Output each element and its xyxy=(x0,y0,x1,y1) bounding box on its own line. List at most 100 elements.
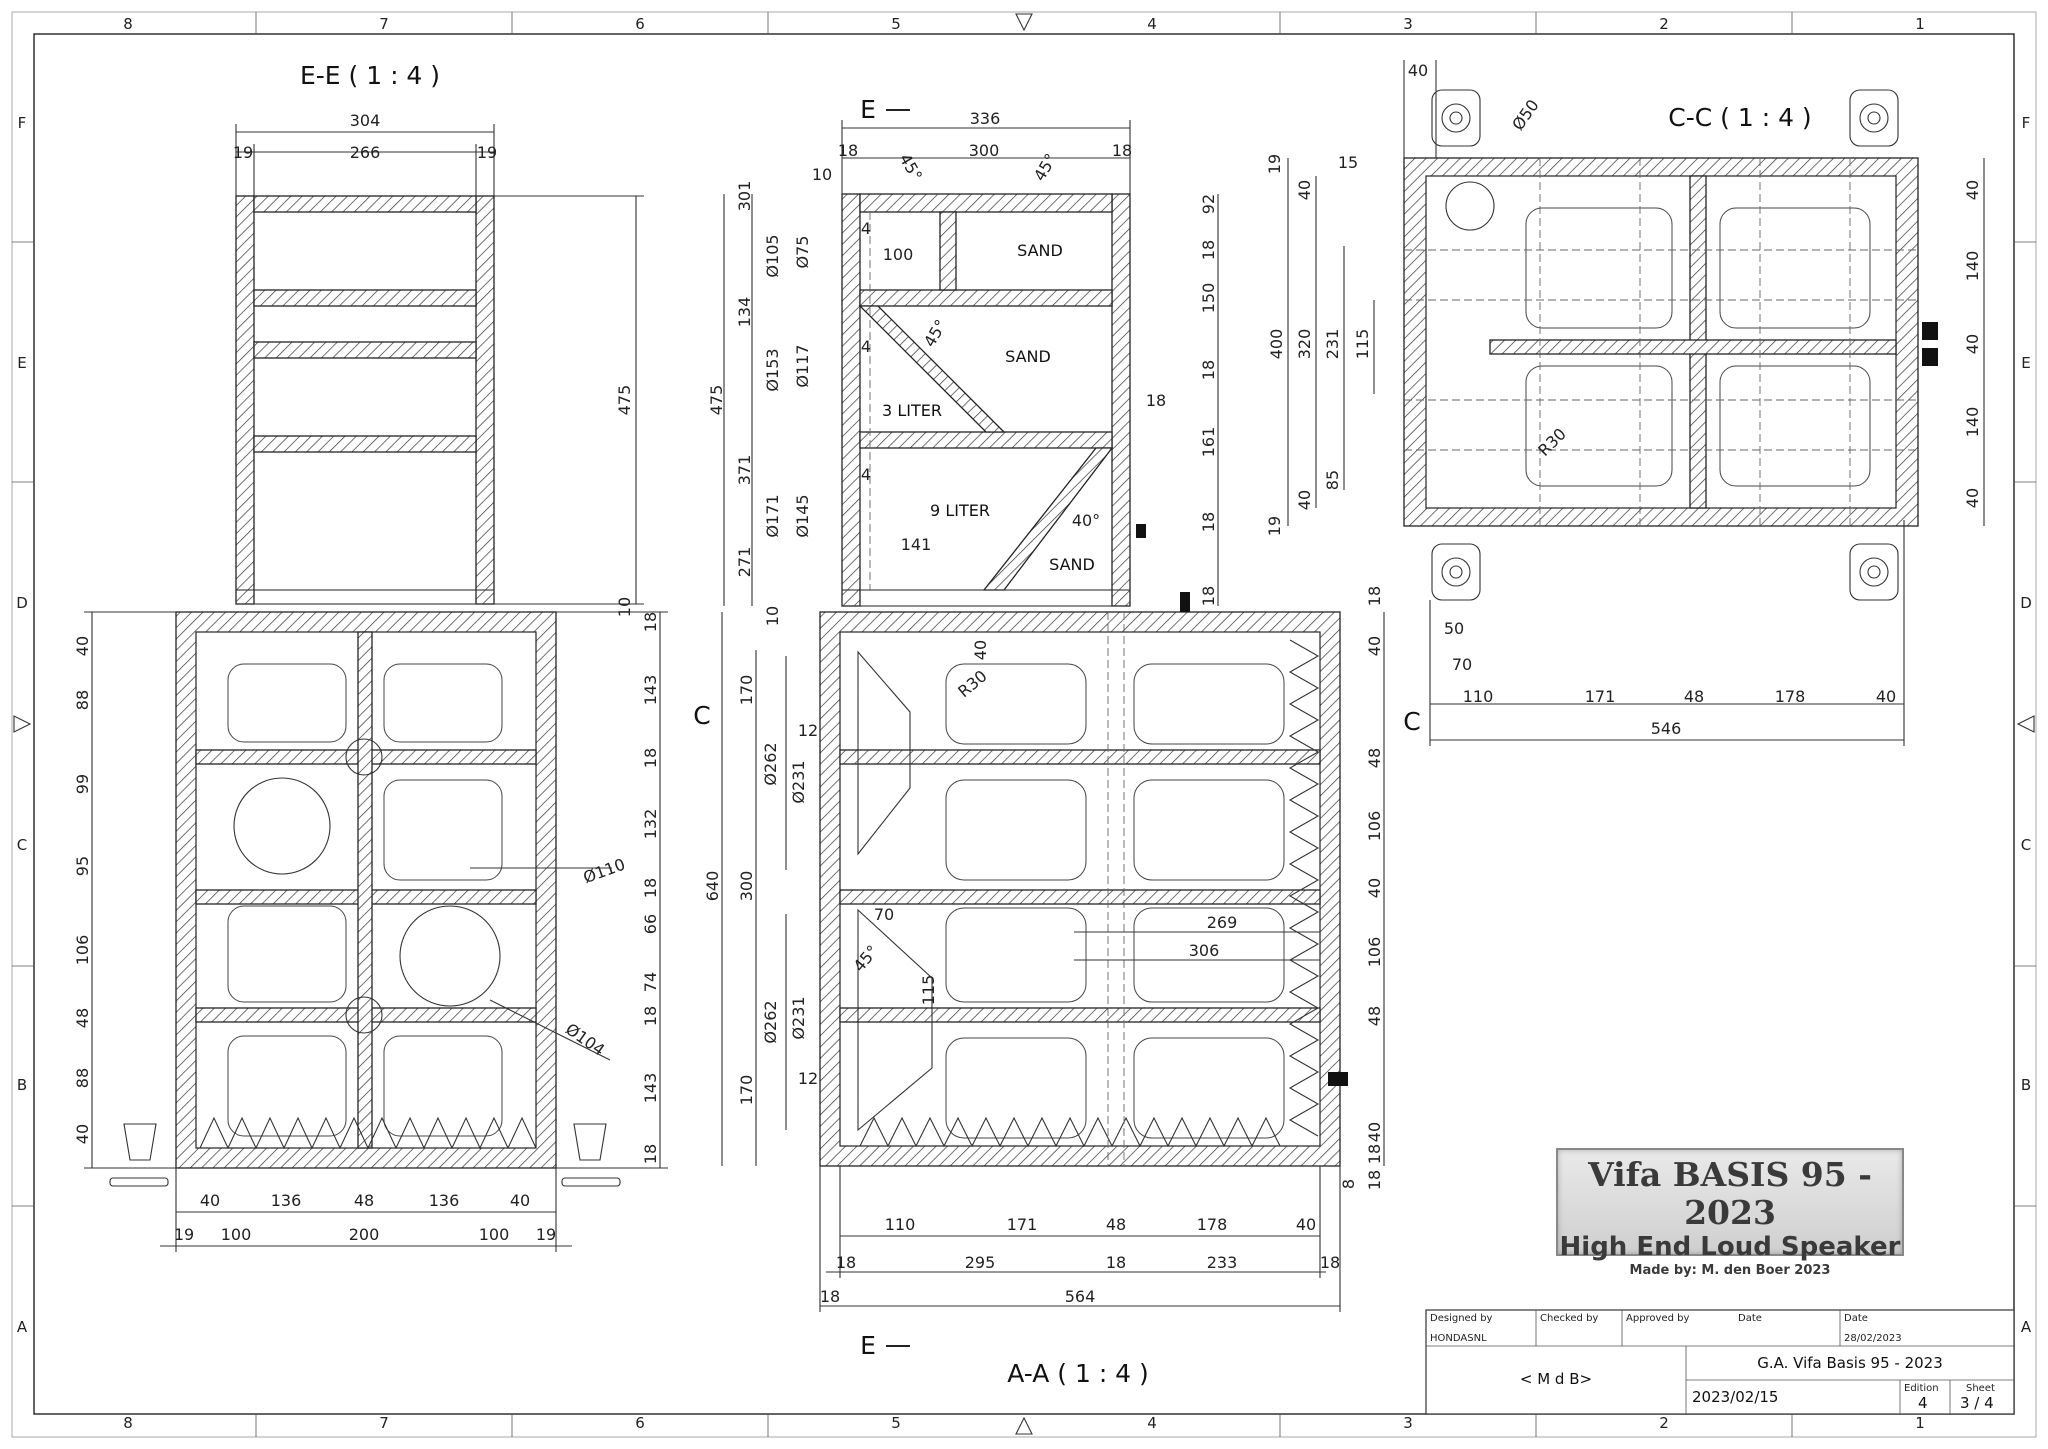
cc-dim-r140-1: 140 xyxy=(1963,251,1982,282)
aa-driver-2 xyxy=(857,908,933,1132)
side-dim-271: 271 xyxy=(735,547,754,578)
front-damping-foam xyxy=(199,1116,537,1150)
ee-dim-266: 266 xyxy=(350,143,381,162)
tb-date-value: 28/02/2023 xyxy=(1844,1333,1902,1344)
side-dim-d153: Ø153 xyxy=(763,348,782,391)
ee-dim-475: 475 xyxy=(615,385,634,416)
cc-foot-br xyxy=(1849,543,1899,601)
zone-row-A: A xyxy=(17,1318,28,1336)
section-mark-e-top: E xyxy=(860,95,876,124)
aa-dim-d231-a: Ø231 xyxy=(789,760,808,803)
front-dim-136-b: 136 xyxy=(429,1191,460,1210)
front-dim-40-d: 40 xyxy=(510,1191,530,1210)
aa-dim-170-a: 170 xyxy=(737,675,756,706)
cc-grid-lines xyxy=(1404,158,1918,526)
aa-dim-170-b: 170 xyxy=(737,1075,756,1106)
tb-date-label-2: Date xyxy=(1844,1313,1868,1324)
aa-dim-r18-a: 18 xyxy=(1365,586,1384,606)
aa-window-7 xyxy=(945,1037,1087,1139)
side-terminal xyxy=(1136,524,1146,538)
zone-col-1-bottom: 1 xyxy=(1915,1414,1925,1432)
zone-col-1: 1 xyxy=(1915,15,1925,33)
front-dim-136-a: 136 xyxy=(271,1191,302,1210)
zone-row-D-right: D xyxy=(2020,594,2032,612)
cc-terminal-1 xyxy=(1922,322,1938,340)
cc-dim-320: 320 xyxy=(1295,329,1314,360)
centering-marks xyxy=(13,13,2035,1435)
cc-dim-231: 231 xyxy=(1323,329,1342,360)
front-dim-99: 99 xyxy=(73,774,92,794)
cc-dim-d50: Ø50 xyxy=(1508,96,1542,134)
side-dims xyxy=(723,120,1219,606)
side-dim-45b: 45° xyxy=(1030,150,1061,184)
side-dim-d171: Ø171 xyxy=(763,494,782,537)
cc-feet xyxy=(1431,89,1899,601)
ee-right-wall xyxy=(475,195,495,605)
tb-designer: HONDASNL xyxy=(1430,1333,1487,1344)
aa-dim-12-b: 12 xyxy=(798,1069,818,1088)
aa-dim-r106-a: 106 xyxy=(1365,811,1384,842)
view-ee-title: E-E ( 1 : 4 ) xyxy=(300,61,440,90)
ee-left-wall xyxy=(235,195,255,605)
front-dim-100-b: 100 xyxy=(479,1225,510,1244)
aa-dim-r40-c: 40 xyxy=(1365,1122,1384,1142)
tb-drawing-date: 2023/02/15 xyxy=(1692,1388,1778,1406)
tb-sheet: 3 / 4 xyxy=(1960,1394,1994,1412)
zone-row-D: D xyxy=(16,594,28,612)
side-dim-301: 301 xyxy=(735,181,754,212)
front-port-2 xyxy=(399,905,501,1007)
side-dim-d75: Ø75 xyxy=(793,236,812,269)
side-dim-18-r4: 18 xyxy=(1199,586,1218,606)
aa-dim-r48-a: 48 xyxy=(1365,748,1384,768)
side-dim-45a: 45° xyxy=(895,150,926,184)
aa-dim-r18-c: 18 xyxy=(1365,1170,1384,1190)
front-dim-19-a: 19 xyxy=(174,1225,194,1244)
front-window-2 xyxy=(383,663,503,743)
front-dim-88-a: 88 xyxy=(73,690,92,710)
aa-dims xyxy=(721,612,1385,1312)
aa-dim-d231-b: Ø231 xyxy=(789,996,808,1039)
side-left-wall xyxy=(841,193,861,607)
view-aa: A-A ( 1 : 4 ) 10 640 xyxy=(703,586,1385,1388)
aa-shelf-2 xyxy=(839,889,1321,905)
aa-bottom-foam xyxy=(859,1116,1281,1148)
aa-side-foam xyxy=(1288,639,1320,1137)
plaque-line-3: Made by: M. den Boer 2023 xyxy=(1629,1263,1831,1278)
side-dim-d117: Ø117 xyxy=(793,344,812,387)
zone-col-4-bottom: 4 xyxy=(1147,1414,1157,1432)
front-dim-95: 95 xyxy=(73,856,92,876)
zone-row-B-right: B xyxy=(2021,1076,2031,1094)
aa-dim-48: 48 xyxy=(1106,1215,1126,1234)
side-top xyxy=(859,193,1113,213)
aa-dim-300: 300 xyxy=(737,871,756,902)
front-brace-2 xyxy=(345,996,383,1034)
tb-approved-by-label: Approved by xyxy=(1626,1313,1689,1324)
label-sand-1: SAND xyxy=(1017,241,1063,260)
aa-dim-r18-b: 18 xyxy=(1365,1144,1384,1164)
cc-dim-400: 400 xyxy=(1267,329,1286,360)
view-aa-title: A-A ( 1 : 4 ) xyxy=(1007,1359,1149,1388)
cc-dim-70: 70 xyxy=(1452,655,1472,674)
title-block: Designed by Checked by Approved by Date … xyxy=(1425,1309,2015,1415)
ee-top-panel xyxy=(253,195,477,213)
front-dim-d110: Ø110 xyxy=(581,855,628,888)
side-dim-92: 18 xyxy=(1199,240,1218,260)
side-diagonal-1 xyxy=(858,305,1006,433)
inner-frame xyxy=(33,33,2015,1415)
tb-designed-by-label: Designed by xyxy=(1430,1313,1493,1324)
cc-window-2 xyxy=(1719,207,1871,329)
aa-window-5 xyxy=(945,907,1087,1003)
ee-shelf-2 xyxy=(253,341,477,359)
zone-row-F: F xyxy=(18,114,27,132)
aa-shelf-3 xyxy=(839,1007,1321,1023)
side-dim-d145: Ø145 xyxy=(793,494,812,537)
aa-dim-40-bot: 40 xyxy=(1296,1215,1316,1234)
zone-col-6-bottom: 6 xyxy=(635,1414,645,1432)
aa-dim-110: 110 xyxy=(885,1215,916,1234)
front-dim-m143-b: 143 xyxy=(641,1073,660,1104)
plaque-line-1: Vifa BASIS 95 - 2023 xyxy=(1588,1155,1872,1232)
front-window-5 xyxy=(227,1035,347,1137)
front-dim-106: 106 xyxy=(73,935,92,966)
aa-dim-70: 70 xyxy=(874,905,894,924)
side-right-wall xyxy=(1111,193,1131,607)
